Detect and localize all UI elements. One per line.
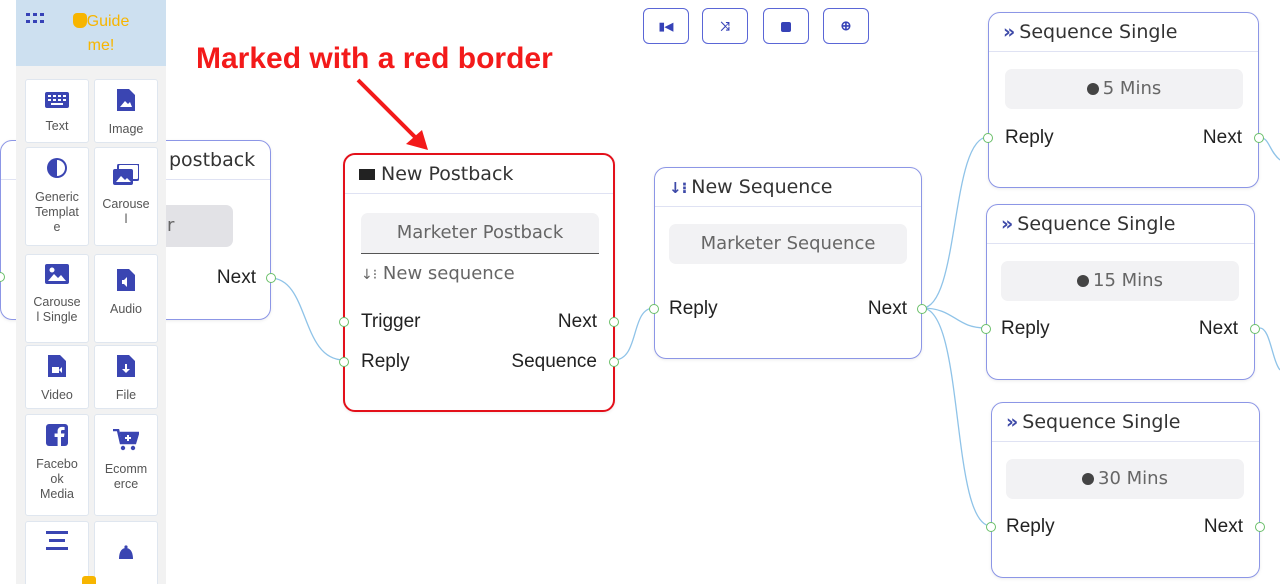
palette-item-generic-template[interactable]: Generic Templat e [25, 147, 89, 246]
clock-icon [1082, 473, 1095, 485]
double-chevron-right-icon: » [1006, 411, 1019, 433]
scroll-hint-icon [82, 576, 96, 584]
grid-menu-icon[interactable] [26, 12, 44, 24]
envelope-icon [359, 169, 375, 180]
half-circle-icon [26, 157, 88, 184]
save-icon [781, 21, 791, 32]
node-title: »Sequence Single [987, 205, 1254, 244]
next-port[interactable] [917, 304, 927, 314]
keyboard-icon [26, 89, 88, 113]
clock-icon [1077, 275, 1090, 287]
reply-label: Reply [1005, 127, 1054, 148]
audio-file-icon [95, 269, 157, 296]
facebook-icon [26, 424, 88, 451]
element-palette: Guide me! Text Image Generic Templat e C… [16, 0, 166, 584]
wire-partial-next-to-reply [269, 277, 345, 361]
trigger-port[interactable] [339, 317, 349, 327]
save-button[interactable] [763, 8, 809, 44]
sequence-port[interactable] [609, 357, 619, 367]
video-file-icon [26, 355, 88, 382]
palette-item-carousel-single[interactable]: Carouse l Single [25, 254, 89, 343]
reply-port[interactable] [649, 304, 659, 314]
sequence-single-node-2[interactable]: »Sequence Single 15 Mins Reply Next [981, 204, 1260, 380]
next-label: Next [216, 267, 256, 288]
reply-port[interactable] [986, 522, 996, 532]
next-port[interactable] [609, 317, 619, 327]
palette-item-carousel[interactable]: Carouse l [94, 147, 158, 246]
next-label: Next [1202, 127, 1242, 148]
next-label: Next [867, 298, 907, 319]
skip-back-icon: ▮◀ [658, 21, 674, 33]
reply-label: Reply [1001, 318, 1050, 339]
image-icon [26, 264, 88, 289]
delay-pill: 5 Mins [1005, 69, 1243, 109]
palette-item-bell[interactable] [94, 521, 158, 584]
delay-pill: 30 Mins [1006, 459, 1244, 499]
sequence-single-node-3[interactable]: »Sequence Single 30 Mins Reply Next [986, 402, 1265, 578]
next-port[interactable] [1255, 522, 1265, 532]
sequence-name-pill: Marketer Sequence [669, 224, 907, 264]
new-sequence-node[interactable]: ↓⁝New Sequence Marketer Sequence Reply N… [649, 167, 927, 359]
new-sequence-link[interactable]: ↓⁝ New sequence [361, 263, 515, 284]
palette-item-audio[interactable]: Audio [94, 254, 158, 343]
guide-me-link[interactable]: Guide me! [66, 10, 136, 58]
reply-port[interactable] [983, 133, 993, 143]
next-port[interactable] [1250, 324, 1260, 334]
new-postback-node[interactable]: New Postback Marketer Postback ↓⁝ New se… [339, 153, 619, 412]
trigger-label: Trigger [361, 311, 421, 332]
node-title: »Sequence Single [992, 403, 1259, 442]
double-chevron-right-icon: » [1003, 21, 1016, 43]
palette-header: Guide me! [16, 0, 166, 66]
bell-icon [95, 542, 157, 566]
next-port[interactable] [1254, 133, 1264, 143]
reply-label: Reply [1006, 516, 1055, 537]
sequence-single-node-1[interactable]: »Sequence Single 5 Mins Reply Next [983, 12, 1264, 188]
image-file-icon [95, 89, 157, 116]
palette-item-text[interactable]: Text [25, 79, 89, 143]
reply-label: Reply [361, 351, 410, 372]
palette-item-file[interactable]: File [94, 345, 158, 409]
zoom-in-button[interactable]: ⊕ [823, 8, 869, 44]
download-file-icon [95, 355, 157, 382]
compress-icon: ⤨ [720, 19, 730, 33]
reply-port[interactable] [981, 324, 991, 334]
palette-item-align[interactable] [25, 521, 89, 584]
palette-item-ecommerce[interactable]: Ecomm erce [94, 414, 158, 516]
palette-item-video[interactable]: Video [25, 345, 89, 409]
images-icon [95, 163, 157, 191]
compress-button[interactable]: ⤨ [702, 8, 748, 44]
cart-plus-icon [95, 428, 157, 456]
node-title: New Postback [345, 155, 613, 194]
postback-name-pill: Marketer Postback [361, 213, 599, 254]
reply-port[interactable] [339, 357, 349, 367]
delay-pill: 15 Mins [1001, 261, 1239, 301]
first-step-button[interactable]: ▮◀ [643, 8, 689, 44]
next-label: Next [1203, 516, 1243, 537]
wire-right-edge-out-2 [1259, 327, 1280, 371]
node-title: ↓⁝New Sequence [655, 168, 921, 207]
sequence-label: Sequence [511, 351, 597, 372]
annotation-text: Marked with a red border [196, 42, 553, 75]
sort-icon: ↓⁝ [361, 267, 378, 283]
wire-next-to-single-3 [921, 307, 992, 527]
next-label: Next [557, 311, 597, 332]
hand-icon [72, 13, 87, 28]
wire-sequence-to-new-sequence [613, 307, 655, 361]
next-port[interactable] [266, 273, 276, 283]
wire-next-to-single-1 [921, 136, 989, 309]
next-label: Next [1198, 318, 1238, 339]
annotation-arrow [356, 78, 428, 150]
zoom-in-icon: ⊕ [840, 18, 852, 33]
sort-numeric-icon: ↓⁝ [669, 179, 688, 197]
clock-icon [1086, 83, 1099, 95]
double-chevron-right-icon: » [1001, 213, 1014, 235]
node-title: »Sequence Single [989, 13, 1258, 52]
reply-label: Reply [669, 298, 718, 319]
wire-next-to-single-2 [921, 307, 987, 329]
align-icon [26, 531, 88, 556]
palette-item-image[interactable]: Image [94, 79, 158, 143]
palette-item-facebook-media[interactable]: Facebo ok Media [25, 414, 89, 516]
